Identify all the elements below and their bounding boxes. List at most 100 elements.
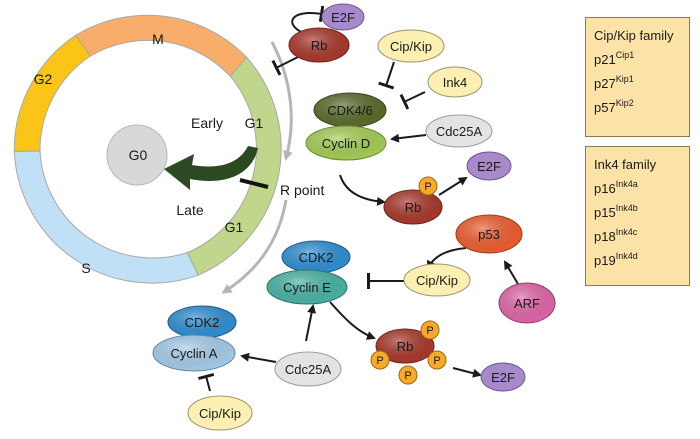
node-rb-mid: Rb P (383, 176, 443, 225)
node-cdk2-top: CDK2 (281, 240, 351, 274)
cip-kip-family-title: Cip/Kip family (594, 28, 674, 43)
rb-inhibits-e2f-edge (291, 5, 325, 34)
r-point-marker (239, 178, 269, 189)
node-e2f-top: E2F (321, 3, 365, 31)
phosphate-bottom-3-label: P (404, 370, 411, 382)
member-superscript: Ink4c (615, 227, 638, 237)
phase-g1-late-label: G1 (225, 219, 244, 235)
member-superscript: Kip1 (615, 74, 634, 84)
cdc25a-activates-cyclin-d-edge (390, 133, 427, 143)
ink4-label: Ink4 (443, 75, 468, 90)
g0-circle (106, 124, 168, 186)
cyclin-d-label: Cyclin D (322, 136, 370, 151)
rb-inhibits-g1-edge (271, 55, 301, 76)
r-point-label: R point (280, 182, 324, 198)
member-name: p57 (594, 100, 616, 115)
node-cyclin-d: Cyclin D (305, 125, 387, 161)
phase-g2-segment (13, 34, 92, 153)
member-superscript: Ink4d (615, 251, 638, 261)
cdc25a-activates-cyclin-a-edge (240, 352, 277, 363)
late-label: Late (176, 202, 203, 218)
phosphate-mid-label: P (424, 181, 431, 193)
g0-label: G0 (129, 147, 148, 163)
node-rb-bottom: Rb P P P P (370, 320, 447, 385)
cip-kip-bottom-label: Cip/Kip (199, 406, 241, 421)
phosphate-bottom-4-label: P (433, 355, 440, 367)
phase-m-label: M (152, 31, 164, 47)
ink4-member: p19Ink4d (594, 252, 681, 270)
p53-label: p53 (478, 227, 500, 242)
e2f-mid-label: E2F (477, 159, 501, 174)
phosphate-bottom-1-label: P (426, 325, 433, 337)
phase-s-segment (13, 150, 199, 284)
member-superscript: Ink4a (615, 179, 638, 189)
node-cdc25a-bottom: Cdc25A (274, 351, 342, 387)
node-cdk46: CDK4/6 (313, 92, 387, 128)
member-name: p18 (594, 229, 616, 244)
ink4-family-box: Ink4 family p16Ink4a p15Ink4b p18Ink4c p… (585, 146, 690, 286)
prb-releases-e2f-mid-edge (438, 176, 468, 196)
arf-activates-p53-edge (503, 260, 519, 285)
member-name: p21 (594, 52, 616, 67)
node-cdk2-bottom: CDK2 (167, 305, 237, 339)
phase-s-label: S (81, 260, 90, 276)
cdk46-label: CDK4/6 (327, 103, 373, 118)
node-cdc25a-top: Cdc25A (425, 114, 493, 148)
phosphate-bottom-2 (370, 350, 390, 370)
phosphate-bottom-4 (427, 350, 447, 370)
cell-cycle-ring (13, 14, 282, 284)
member-name: p27 (594, 76, 616, 91)
rb-top-label: Rb (311, 38, 328, 53)
ink4-member: p18Ink4c (594, 228, 681, 246)
member-superscript: Cip1 (615, 50, 635, 60)
cdc25a-top-label: Cdc25A (436, 124, 483, 139)
member-superscript: Ink4b (615, 203, 638, 213)
cdk2-bottom-label: CDK2 (185, 315, 220, 330)
cip-kip-family-box: Cip/Kip family p21Cip1 p27Kip1 p57Kip2 (585, 17, 690, 137)
phase-g1-early-label: G1 (245, 115, 264, 131)
ink4-member: p15Ink4b (594, 204, 681, 222)
cyclin-e-to-pppprb-edge (329, 301, 376, 340)
phosphate-bottom-1 (420, 320, 440, 340)
cyclin-a-label: Cyclin A (171, 346, 218, 361)
rb-bottom-label: Rb (397, 339, 414, 354)
phosphate-mid (418, 176, 438, 196)
node-arf: ARF (498, 282, 556, 324)
ink4-member: p16Ink4a (594, 180, 681, 198)
cipkip-inhibits-cyclin-a-edge (198, 372, 215, 392)
cip-kip-top-label: Cip/Kip (390, 39, 432, 54)
cip-kip-member: p27Kip1 (594, 75, 681, 93)
member-name: p16 (594, 181, 616, 196)
cyclin-e-label: Cyclin E (283, 280, 331, 295)
e2f-bottom-label: E2F (491, 370, 515, 385)
node-cyclin-e: Cyclin E (266, 269, 348, 305)
phosphate-bottom-3 (398, 365, 418, 385)
cyclin-d-to-prb-edge (339, 174, 386, 206)
member-name: p15 (594, 205, 616, 220)
node-e2f-mid: E2F (466, 151, 512, 181)
cdc25a-bottom-label: Cdc25A (285, 362, 332, 377)
node-cip-kip-bottom: Cip/Kip (187, 395, 253, 431)
member-name: p19 (594, 253, 616, 268)
rb-mid-label: Rb (405, 200, 422, 215)
phase-g2-label: G2 (34, 71, 53, 87)
ink4-family-title: Ink4 family (594, 157, 657, 172)
cdk2-top-label: CDK2 (299, 250, 334, 265)
arf-label: ARF (514, 296, 540, 311)
phosphate-bottom-2-label: P (376, 355, 383, 367)
node-cip-kip-top: Cip/Kip (377, 29, 445, 63)
node-cyclin-a: Cyclin A (152, 334, 236, 372)
node-cip-kip-mid: Cip/Kip (403, 263, 471, 297)
pppprb-releases-e2f-bottom-edge (452, 367, 482, 378)
node-ink4: Ink4 (427, 66, 483, 98)
node-e2f-bottom: E2F (480, 362, 526, 392)
node-p53: p53 (455, 214, 523, 254)
early-to-r-point-arrow (270, 41, 293, 161)
node-rb-top: Rb (288, 27, 350, 63)
ink4-inhibits-cdk46-edge (399, 91, 426, 110)
g0-return-arrow (164, 146, 258, 190)
early-label: Early (191, 115, 223, 131)
cip-kip-member: p57Kip2 (594, 99, 681, 117)
late-g1-to-s-arrow (221, 199, 288, 294)
